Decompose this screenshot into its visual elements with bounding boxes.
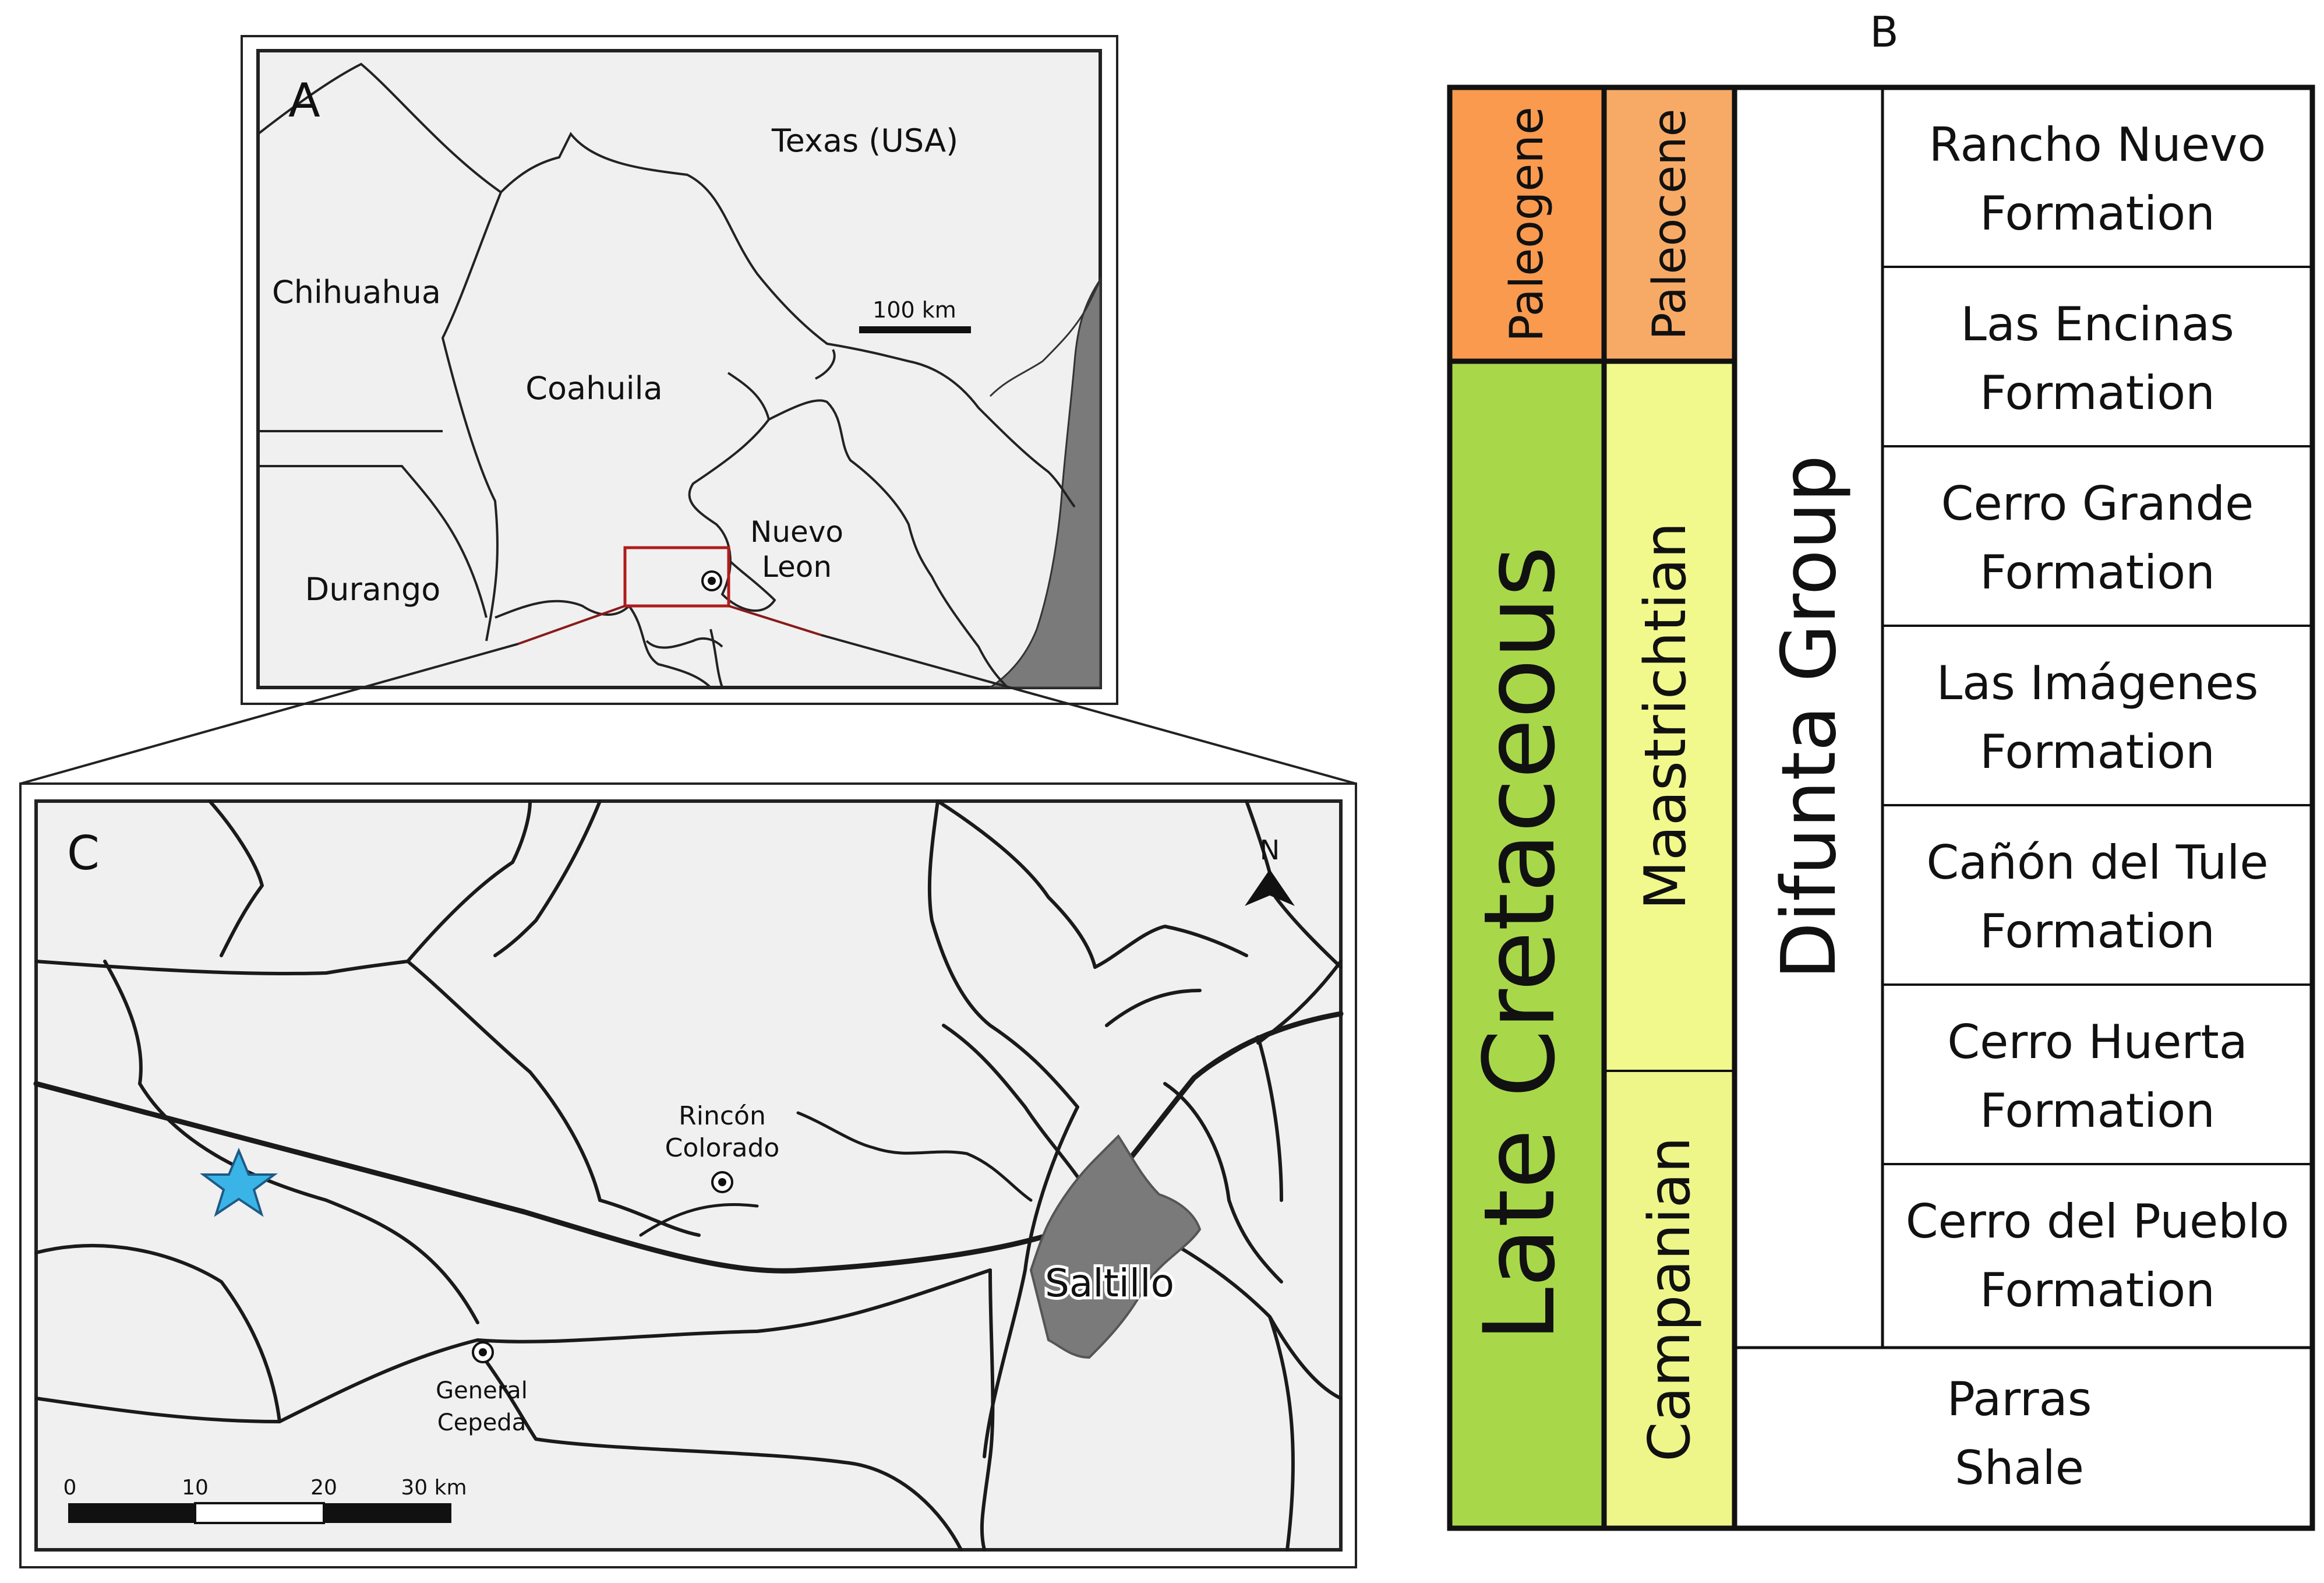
cell-maastrichtian (1604, 361, 1735, 1071)
formation-3-line2: Formation (1980, 545, 2215, 600)
formation-1-line2: Formation (1980, 186, 2215, 241)
label-nuevo-leon-2: Leon (762, 550, 832, 584)
star-icon (199, 1147, 278, 1217)
scale-a-label: 100 km (873, 297, 956, 323)
scale-a-bar (859, 326, 971, 333)
formation-labels: Rancho Nuevo Formation Las Encinas Forma… (1906, 118, 2289, 1495)
panel-a-letter: A (288, 73, 320, 128)
cell-paleogene (1450, 87, 1604, 361)
formation-4-line2: Formation (1980, 725, 2215, 779)
zoom-line-left (518, 605, 626, 645)
label-nuevo-leon-1: Nuevo (750, 515, 843, 549)
formation-2-line1: Las Encinas (1961, 297, 2234, 351)
scale-c-tick-0: 0 (63, 1476, 77, 1500)
formation-5-line1: Cañón del Tule (1926, 835, 2268, 890)
scale-c-bar (68, 1502, 451, 1524)
cell-campanian (1604, 1071, 1735, 1528)
base-line2: Shale (1955, 1441, 2084, 1495)
zoom-line-c-right (821, 634, 1357, 785)
formation-7-line1: Cerro del Pueblo (1906, 1194, 2289, 1249)
formation-6-line1: Cerro Huerta (1947, 1015, 2247, 1069)
stratigraphy-grid (1447, 84, 2315, 1531)
scale-c-tick-30: 30 km (401, 1476, 467, 1500)
label-paleocene: Paleocene (1644, 108, 1696, 340)
cell-late-cretaceous (1450, 361, 1604, 1528)
formation-4-line1: Las Imágenes (1937, 656, 2259, 710)
saltillo-point-icon (701, 570, 722, 591)
label-campanian: Campanian (1637, 1137, 1703, 1462)
coastline (989, 279, 1101, 397)
label-maastrichtian: Maastrichtian (1633, 522, 1699, 909)
label-chihuahua: Chihuahua (272, 274, 441, 311)
formation-7-line2: Formation (1980, 1263, 2215, 1317)
label-cepeda-2: Cepeda (437, 1409, 526, 1436)
label-late-cretaceous: Late Cretaceous (1463, 546, 1577, 1342)
zoom-line-c-left (20, 643, 519, 785)
label-paleogene: Paleogene (1501, 107, 1553, 342)
saltillo-urban-area (1029, 1134, 1202, 1359)
label-rincon-2: Colorado (665, 1133, 780, 1163)
north-label: N (1260, 834, 1280, 866)
study-area-box (623, 546, 730, 608)
gulf-of-mexico (987, 277, 1101, 689)
panel-a: A Texas (USA) Chihuahua Coahuila Durango… (241, 35, 1118, 705)
label-cepeda-1: General (436, 1377, 528, 1404)
panel-c: C N Rincón Colorado Saltillo General Cep… (19, 634, 1357, 1568)
formation-1-line1: Rancho Nuevo (1929, 118, 2266, 172)
scale-c-tick-10: 10 (182, 1476, 209, 1500)
formation-6-line2: Formation (1980, 1084, 2215, 1138)
label-saltillo: Saltillo (1045, 1261, 1174, 1306)
label-rincon-1: Rincón (679, 1101, 766, 1131)
scale-c-tick-20: 20 (310, 1476, 337, 1500)
panel-b: B Paleogene Late Cretaceous P (1447, 8, 2315, 1531)
panel-b-letter: B (1870, 8, 1898, 57)
formation-3-line1: Cerro Grande (1941, 477, 2254, 531)
panel-c-letter: C (67, 826, 100, 880)
zoom-line-right (728, 605, 822, 636)
rincon-point-icon (711, 1171, 733, 1193)
cell-paleocene (1604, 87, 1735, 361)
north-arrow-icon (1245, 869, 1295, 906)
label-difunta-group: Difunta Group (1766, 455, 1853, 979)
roads (33, 799, 1344, 1552)
label-texas: Texas (USA) (771, 122, 958, 159)
formation-5-line2: Formation (1980, 904, 2215, 958)
base-line1: Parras (1947, 1372, 2092, 1426)
label-coahuila: Coahuila (525, 370, 662, 407)
formation-2-line2: Formation (1980, 366, 2215, 420)
cepeda-point-icon (472, 1341, 494, 1363)
label-durango: Durango (305, 571, 441, 608)
